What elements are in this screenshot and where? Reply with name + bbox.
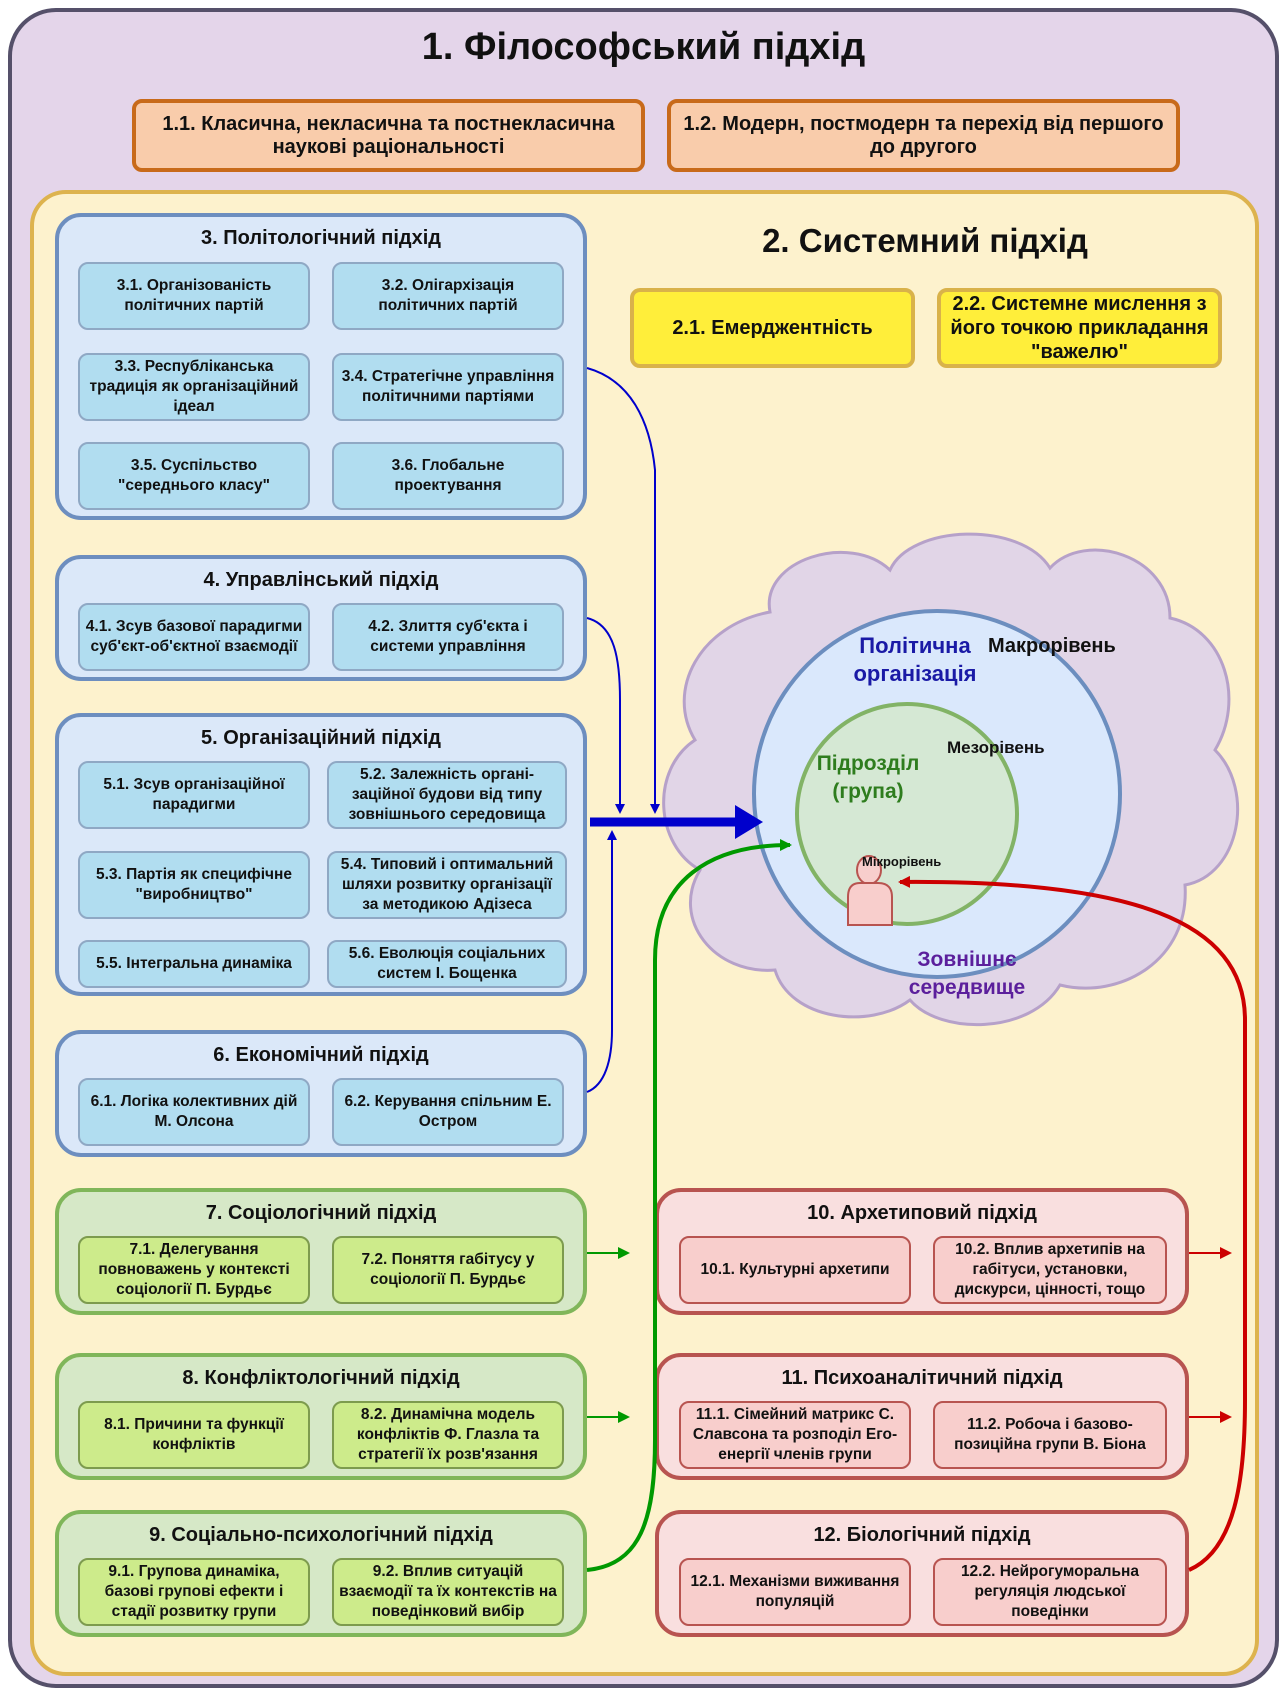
item-3-3: 3.3. Республіканська традиція як організ… — [78, 353, 310, 421]
group-12-biological: 12. Біологічний підхід 12.1. Механізми в… — [655, 1510, 1189, 1637]
group-4-managerial: 4. Управлінський підхід 4.1. Зсув базово… — [55, 555, 587, 681]
item-11-2: 11.2. Робоча і базово-позиційна групи В.… — [933, 1401, 1167, 1469]
external-environment-label: Зовнішнє середвище — [908, 948, 1026, 999]
systemic-approach-title: 2. Системний підхід — [762, 222, 1088, 259]
group-3-political: 3. Політологічний підхід 3.1. Організова… — [55, 213, 587, 520]
box-1-2: 1.2. Модерн, постмодерн та перехід від п… — [667, 99, 1180, 172]
item-5-6: 5.6. Еволюція соціальних систем І. Бощен… — [327, 940, 567, 988]
group-title: 5. Організаційний підхід — [201, 727, 441, 749]
micro-level-label: Мікрорівень — [862, 854, 942, 869]
group-title: 12. Біологічний підхід — [813, 1524, 1031, 1546]
meso-level-label: Мезорівень — [947, 738, 1045, 757]
blue-arrows — [586, 367, 763, 1093]
green-arrows — [586, 839, 792, 1572]
group-title: 9. Соціально-психологічний підхід — [149, 1524, 493, 1546]
unit-circle — [795, 702, 1019, 926]
group-title: 10. Архетиповий підхід — [807, 1202, 1037, 1224]
group-title: 3. Політологічний підхід — [201, 227, 441, 249]
item-3-4: 3.4. Стратегічне управління політичними … — [332, 353, 564, 421]
unit-label: Підрозділ (група) — [816, 752, 920, 803]
item-6-1: 6.1. Логіка колективних дій М. Олсона — [78, 1078, 310, 1146]
group-11-psychoanalytic: 11. Психоаналітичний підхід 11.1. Сімейн… — [655, 1353, 1189, 1480]
item-3-1: 3.1. Організованість політичних партій — [78, 262, 310, 330]
group-9-socio-psychological: 9. Соціально-психологічний підхід 9.1. Г… — [55, 1510, 587, 1637]
box-1-1: 1.1. Класична, некласична та постнекласи… — [132, 99, 645, 172]
red-arrows — [898, 875, 1247, 1572]
person-icon — [847, 855, 893, 926]
item-3-5: 3.5. Суспільство "середнього класу" — [78, 442, 310, 510]
item-6-2: 6.2. Керування спільним Е. Остром — [332, 1078, 564, 1146]
item-9-2: 9.2. Вплив ситуацій взаємодії та їх конт… — [332, 1558, 564, 1626]
group-5-organizational: 5. Організаційний підхід 5.1. Зсув орган… — [55, 713, 587, 996]
group-title: 8. Конфліктологічний підхід — [182, 1367, 460, 1389]
item-5-3: 5.3. Партія як специфічне "виробництво" — [78, 851, 310, 919]
item-5-1: 5.1. Зсув організаційної парадигми — [78, 761, 310, 829]
item-4-1: 4.1. Зсув базової парадигми суб'єкт-об'є… — [78, 603, 310, 671]
macro-level-label: Макрорівень — [988, 635, 1116, 657]
philosophical-approach-title: 1. Філософський підхід — [421, 26, 866, 68]
item-5-2: 5.2. Залежність органі-заційної будови в… — [327, 761, 567, 829]
item-3-2: 3.2. Олігархізація політичних партій — [332, 262, 564, 330]
item-8-2: 8.2. Динамічна модель конфліктів Ф. Глаз… — [332, 1401, 564, 1469]
item-11-1: 11.1. Сімейний матрикс С. Славсона та ро… — [679, 1401, 911, 1469]
group-title: 4. Управлінський підхід — [203, 569, 439, 591]
group-10-archetypal: 10. Архетиповий підхід 10.1. Культурні а… — [655, 1188, 1189, 1315]
item-5-5: 5.5. Інтегральна динаміка — [78, 940, 310, 988]
group-title: 7. Соціологічний підхід — [205, 1202, 437, 1224]
box-2-1: 2.1. Емерджентність — [630, 288, 915, 368]
item-7-1: 7.1. Делегування повноважень у контексті… — [78, 1236, 310, 1304]
political-organization-label: Політична організація — [853, 633, 977, 686]
group-7-sociological: 7. Соціологічний підхід 7.1. Делегування… — [55, 1188, 587, 1315]
group-title: 11. Психоаналітичний підхід — [781, 1367, 1063, 1389]
item-7-2: 7.2. Поняття габітусу у соціології П. Бу… — [332, 1236, 564, 1304]
item-4-2: 4.2. Злиття суб'єкта і системи управлінн… — [332, 603, 564, 671]
item-5-4: 5.4. Типовий і оптимальний шляхи розвитк… — [327, 851, 567, 919]
item-8-1: 8.1. Причини та функції конфліктів — [78, 1401, 310, 1469]
group-8-conflictological: 8. Конфліктологічний підхід 8.1. Причини… — [55, 1353, 587, 1480]
group-title: 6. Економічний підхід — [213, 1044, 429, 1066]
box-2-2: 2.2. Системне мислення з його точкою при… — [937, 288, 1222, 368]
item-9-1: 9.1. Групова динаміка, базові групові еф… — [78, 1558, 310, 1626]
item-12-1: 12.1. Механізми виживання популяцій — [679, 1558, 911, 1626]
item-10-2: 10.2. Вплив архетипів на габітуси, устан… — [933, 1236, 1167, 1304]
item-3-6: 3.6. Глобальне проектування — [332, 442, 564, 510]
item-12-2: 12.2. Нейрогуморальна регуляція людської… — [933, 1558, 1167, 1626]
group-6-economic: 6. Економічний підхід 6.1. Логіка колект… — [55, 1030, 587, 1157]
item-10-1: 10.1. Культурні архетипи — [679, 1236, 911, 1304]
